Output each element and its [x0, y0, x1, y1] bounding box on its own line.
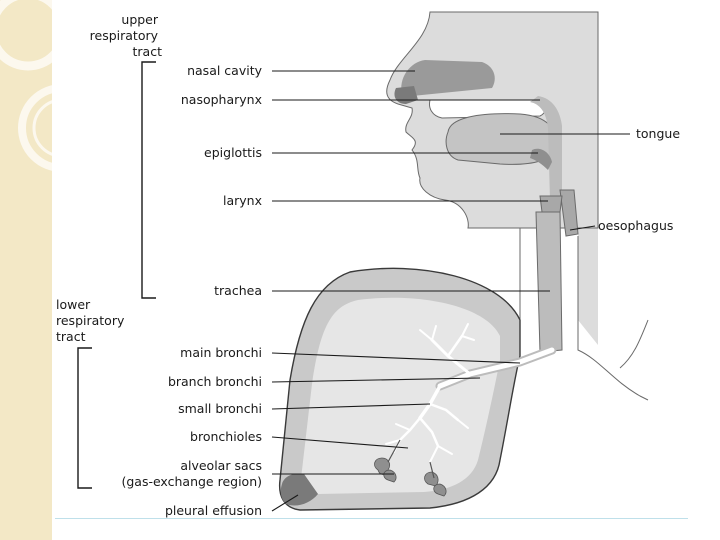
- nasal-cavity-shape: [401, 60, 495, 96]
- alveolar-sac-clusters: [374, 457, 447, 497]
- leader-branch-bronchi: [271, 377, 481, 383]
- label-epiglottis: epiglottis: [204, 145, 262, 160]
- sidebar-panel: [0, 0, 52, 540]
- label-main-bronchi: main bronchi: [180, 345, 262, 360]
- label-oesophagus: oesophagus: [598, 218, 673, 233]
- label-small-bronchi: small bronchi: [178, 401, 262, 416]
- leader-small-bronchi: [271, 403, 431, 410]
- epiglottis-flap: [530, 148, 552, 170]
- label-trachea: trachea: [214, 283, 262, 298]
- label-alveolar-sacs: alveolar sacs: [180, 458, 262, 473]
- lower-tract-label: lower respiratory tract: [56, 297, 128, 344]
- oesophagus-tube: [559, 189, 579, 237]
- leader-bronchioles: [271, 436, 409, 449]
- leader-main-bronchi: [271, 352, 521, 364]
- trachea-tube: [535, 211, 563, 353]
- upper-tract-label: upper respiratory tract: [90, 12, 162, 59]
- label-larynx: larynx: [223, 193, 262, 208]
- label-branch-bronchi: branch bronchi: [168, 374, 262, 389]
- head-region: [430, 12, 598, 345]
- pleural-effusion-shape: [280, 473, 318, 506]
- bronchial-tree: [385, 323, 557, 463]
- lung-inner: [301, 297, 500, 494]
- label-nasopharynx: nasopharynx: [181, 92, 262, 107]
- respiratory-diagram: upper respiratory tract lower respirator…: [56, 11, 680, 518]
- pharynx: [530, 96, 562, 200]
- respiratory-diagram-figure: upper respiratory tract lower respirator…: [55, 10, 688, 518]
- upper-tract-bracket: [141, 61, 156, 299]
- leader-pleural-effusion: [271, 494, 299, 512]
- label-pleural-effusion: pleural effusion: [165, 503, 262, 518]
- label-gas-exchange: (gas-exchange region): [121, 474, 262, 489]
- leader-oesophagus: [569, 225, 596, 231]
- alveolar-ducts: [387, 439, 435, 479]
- leader-lines: [271, 70, 630, 512]
- larynx-shape: [539, 195, 563, 213]
- label-nasal-cavity: nasal cavity: [187, 63, 263, 78]
- neck-shoulder-outline: [519, 228, 649, 401]
- label-tongue: tongue: [636, 126, 680, 141]
- label-bronchioles: bronchioles: [190, 429, 262, 444]
- lower-tract-bracket: [77, 347, 92, 489]
